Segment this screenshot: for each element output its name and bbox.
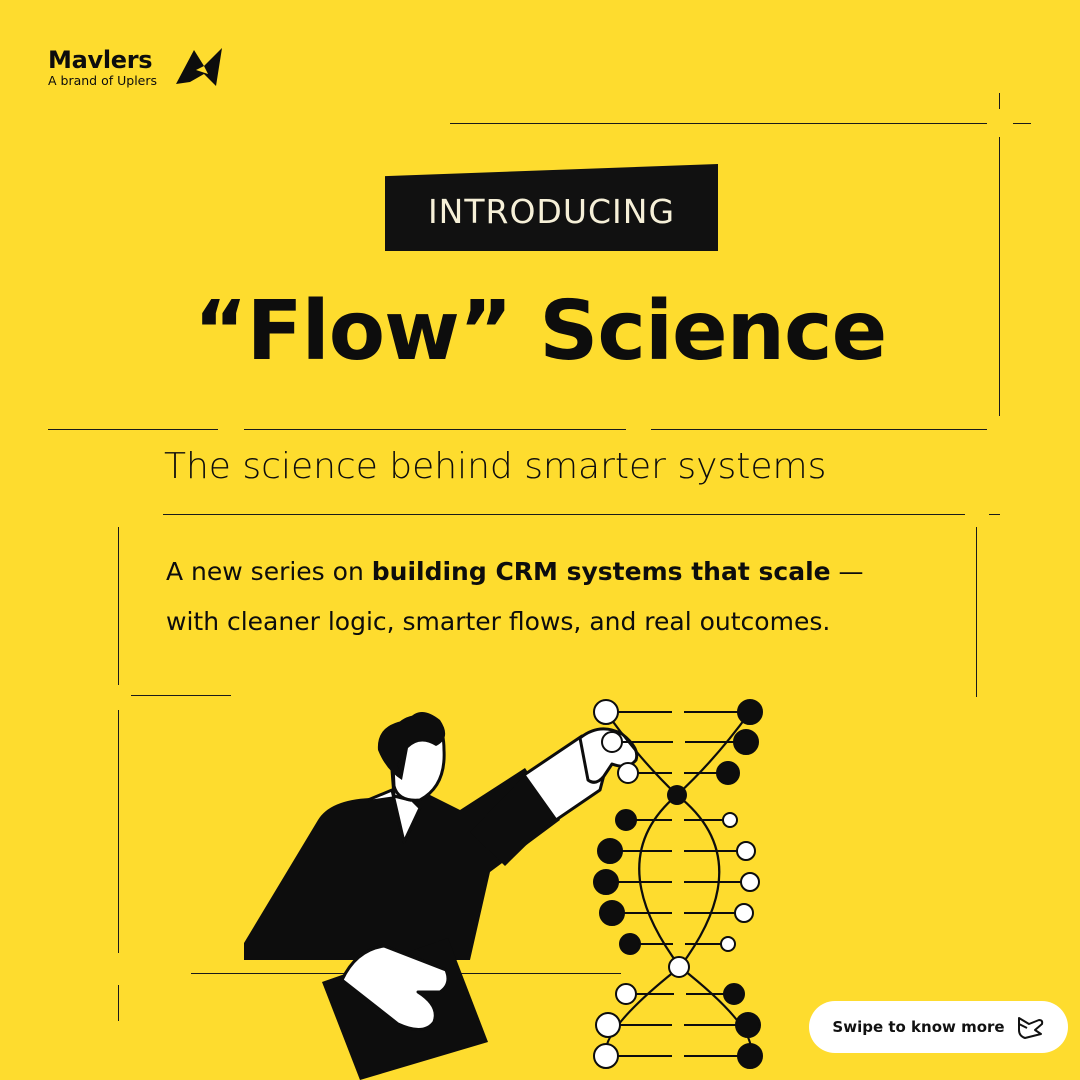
description-text: A new series on — [166, 557, 372, 586]
frame-line — [999, 137, 1001, 416]
dna-node — [619, 933, 641, 955]
dna-strand — [638, 711, 753, 1057]
dna-helix-icon — [593, 699, 763, 1069]
dna-node — [735, 1012, 761, 1038]
swipe-button[interactable]: Swipe to know more — [809, 1001, 1068, 1053]
dna-node — [668, 956, 690, 978]
frame-line — [163, 514, 965, 516]
frame-line — [131, 695, 231, 697]
dna-node — [595, 1012, 621, 1038]
dna-node — [716, 761, 740, 785]
badge-label: INTRODUCING — [427, 192, 676, 231]
dna-node — [740, 872, 760, 892]
dna-node — [593, 1043, 619, 1069]
frame-line — [118, 527, 120, 685]
dna-node — [733, 729, 759, 755]
swipe-hand-icon — [1017, 1017, 1043, 1039]
frame-line — [118, 985, 120, 1021]
dna-node — [667, 785, 687, 805]
dna-node — [723, 983, 745, 1005]
subtitle: The science behind smarter systems — [164, 446, 827, 487]
dna-node — [617, 762, 639, 784]
frame-line — [244, 429, 626, 431]
dna-node — [599, 900, 625, 926]
frame-line — [651, 429, 987, 431]
dna-node — [736, 841, 756, 861]
frame-line — [976, 527, 978, 697]
mavlers-logo-icon — [176, 48, 222, 86]
description-line-1: A new series on building CRM systems tha… — [166, 547, 986, 597]
dna-node — [722, 812, 738, 828]
frame-line — [1013, 123, 1031, 125]
description-highlight: building CRM systems that scale — [371, 557, 831, 586]
frame-line — [999, 93, 1001, 109]
description-text: — — [830, 557, 864, 586]
introducing-badge: INTRODUCING — [385, 164, 718, 251]
frame-line — [48, 429, 218, 431]
description: A new series on building CRM systems tha… — [166, 547, 986, 647]
page-title: “Flow” Science — [193, 284, 888, 379]
dna-node — [737, 699, 763, 725]
dna-strand — [604, 711, 721, 1057]
brand-name: Mavlers — [48, 46, 153, 74]
brand-tagline: A brand of Uplers — [48, 73, 158, 88]
brand-block: Mavlers A brand of Uplers — [48, 46, 222, 88]
description-line-2: with cleaner logic, smarter flows, and r… — [166, 607, 831, 636]
dna-node — [615, 809, 637, 831]
swipe-label: Swipe to know more — [832, 1018, 1005, 1036]
dna-node — [737, 1043, 763, 1069]
dna-node — [597, 838, 623, 864]
frame-line — [118, 710, 120, 953]
dna-node — [615, 983, 637, 1005]
dna-node — [593, 699, 619, 725]
dna-node — [601, 731, 623, 753]
person-figure — [244, 712, 639, 1080]
dna-node — [593, 869, 619, 895]
frame-line — [450, 123, 987, 125]
frame-line — [989, 514, 1000, 516]
dna-node — [734, 903, 754, 923]
dna-node — [720, 936, 736, 952]
